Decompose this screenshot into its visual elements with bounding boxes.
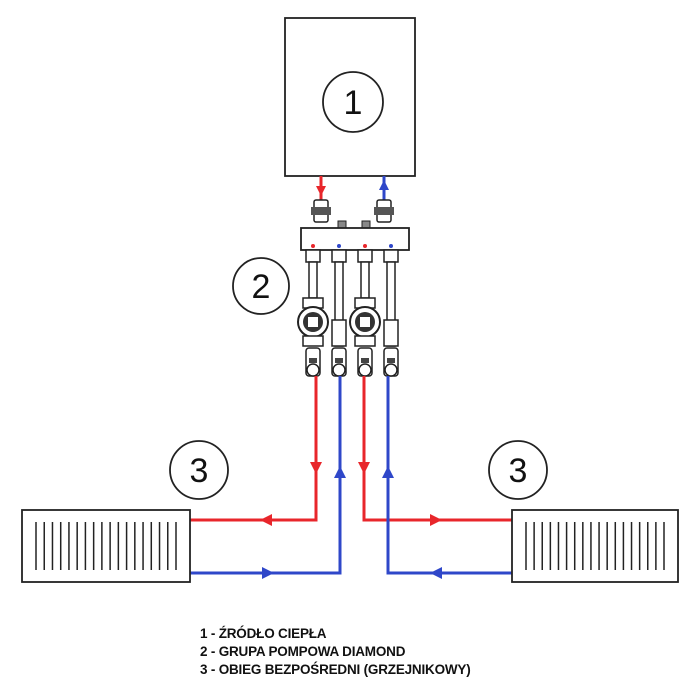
right-circuit-pipes bbox=[362, 376, 512, 575]
circuit-left-label: 3 bbox=[169, 440, 229, 500]
source-number-circle bbox=[322, 71, 384, 133]
legend: 1 - ŹRÓDŁO CIEPŁA 2 - GRUPA POMPOWA DIAM… bbox=[200, 625, 471, 679]
manifold bbox=[300, 220, 410, 251]
legend-item-1: 1 - ŹRÓDŁO CIEPŁA bbox=[200, 626, 327, 641]
circuit-left-number-label: 3 bbox=[190, 452, 209, 490]
bottom-ball-valves bbox=[305, 347, 399, 377]
boiler-outlet-pipes bbox=[311, 176, 394, 223]
source-number-label: 1 bbox=[344, 84, 363, 122]
circuit-right-label: 3 bbox=[488, 440, 548, 500]
circuit-right-number-label: 3 bbox=[509, 452, 528, 490]
pump-group-label: 2 bbox=[232, 257, 290, 315]
radiator-right bbox=[511, 509, 679, 583]
radiator-left bbox=[21, 509, 191, 583]
pump-group-columns bbox=[305, 249, 399, 347]
left-circuit-pipes bbox=[190, 376, 342, 575]
heat-source-unit: 1 bbox=[284, 17, 416, 177]
pump-right bbox=[349, 297, 381, 347]
legend-item-2: 2 - GRUPA POMPOWA DIAMOND bbox=[200, 644, 406, 659]
boiler-valve-right bbox=[374, 199, 394, 223]
pump-group-number-label: 2 bbox=[252, 268, 271, 306]
flow-arrows bbox=[260, 462, 442, 579]
pump-left bbox=[297, 297, 329, 347]
boiler-valve-left bbox=[311, 199, 331, 223]
legend-item-3: 3 - OBIEG BEZPOŚREDNI (GRZEJNIKOWY) bbox=[200, 662, 471, 677]
